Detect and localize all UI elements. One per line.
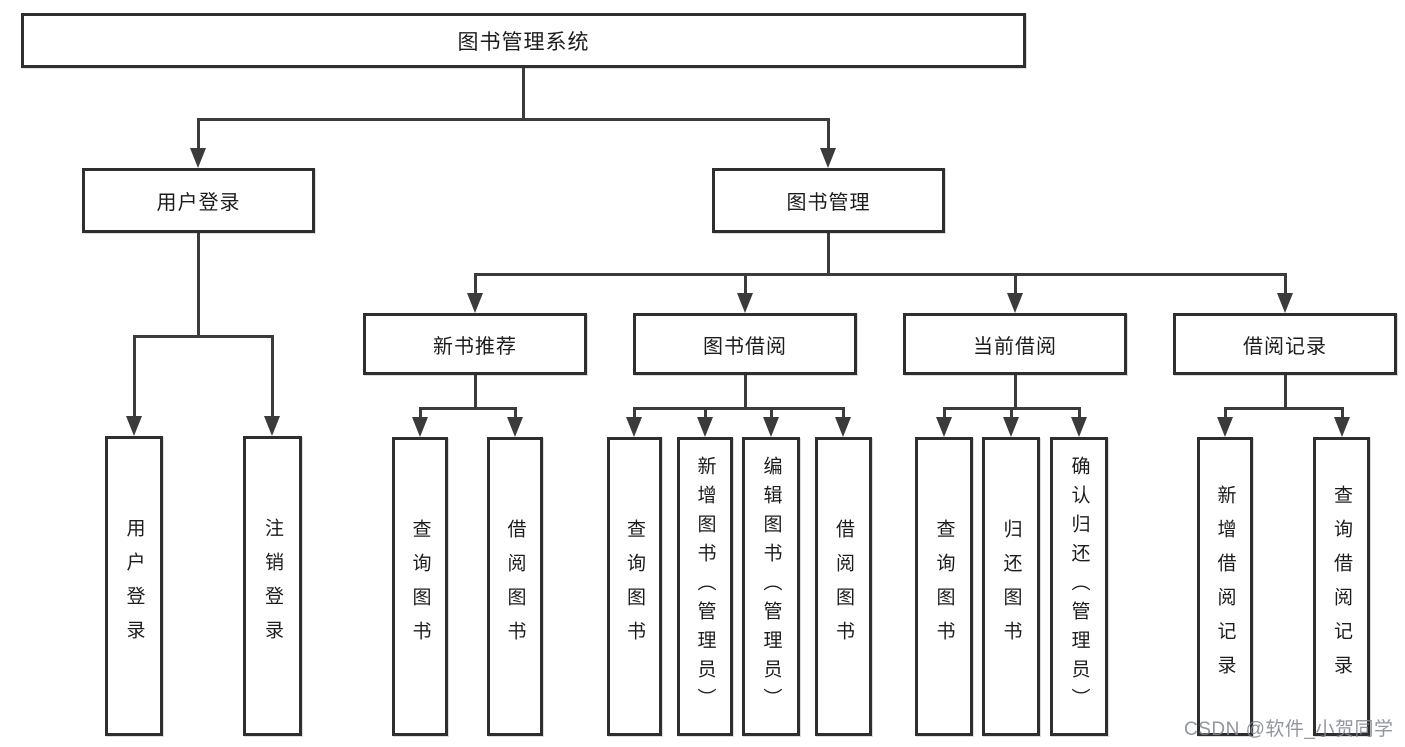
connector-userlogin-stem <box>197 233 200 337</box>
node-label: 图书管理系统 <box>457 30 590 54</box>
node-label: 查询图书 <box>409 518 431 655</box>
leaf-newbook-borrow-books: 借阅图书 <box>487 437 543 736</box>
connector-drop-line <box>1341 407 1344 419</box>
arrow-down-icon <box>697 417 713 437</box>
leaf-user-login: 用户登录 <box>105 436 163 736</box>
leaf-current-query-books: 查询图书 <box>915 437 973 736</box>
leaf-borrowing-query-books: 查询图书 <box>607 437 662 736</box>
arrow-down-icon <box>820 148 836 168</box>
leaf-newbook-query-books: 查询图书 <box>392 437 448 736</box>
connector-borrowing-stem <box>744 375 747 409</box>
arrow-down-icon <box>1007 293 1023 313</box>
arrow-down-icon <box>126 416 142 436</box>
leaf-records-query-record: 查询借阅记录 <box>1313 437 1370 736</box>
node-label: 借阅图书 <box>504 518 526 655</box>
leaf-logout: 注销登录 <box>243 436 302 736</box>
node-label: 查询借阅记录 <box>1331 484 1352 689</box>
arrow-down-icon <box>763 417 779 437</box>
connector-drop-line <box>943 407 946 419</box>
connector-drop-line <box>271 335 274 418</box>
node-label: 新增图书（管理员） <box>694 456 716 717</box>
arrow-down-icon <box>467 293 483 313</box>
connector-drop-line <box>133 335 136 418</box>
connector-newbook-stem <box>474 375 477 409</box>
node-label: 归还图书 <box>1000 518 1022 655</box>
connector-borrowing-split <box>633 407 844 410</box>
connector-drop-line <box>197 118 200 150</box>
node-label: 用户登录 <box>156 192 241 214</box>
connector-drop-line <box>1010 407 1013 419</box>
arrow-down-icon <box>737 293 753 313</box>
connector-drop-line <box>1078 407 1081 419</box>
connector-drop-line <box>474 273 477 295</box>
node-user-login: 用户登录 <box>82 168 315 233</box>
connector-root-stem <box>522 68 525 120</box>
node-label: 编辑图书（管理员） <box>760 456 782 717</box>
connector-drop-line <box>1224 407 1227 419</box>
leaf-borrowing-add-books-admin: 新增图书（管理员） <box>677 437 733 736</box>
arrow-down-icon <box>1071 417 1087 437</box>
arrow-down-icon <box>1277 293 1293 313</box>
connector-bookmgmt-split <box>474 273 1287 276</box>
node-label: 新书推荐 <box>433 335 517 358</box>
arrow-down-icon <box>626 417 642 437</box>
connector-drop-line <box>633 407 636 419</box>
connector-records-split <box>1224 407 1343 410</box>
leaf-borrowing-borrow-books: 借阅图书 <box>815 437 872 736</box>
leaf-borrowing-edit-books-admin: 编辑图书（管理员） <box>742 437 800 736</box>
arrow-down-icon <box>835 417 851 437</box>
arrow-down-icon <box>1003 417 1019 437</box>
node-label: 新增借阅记录 <box>1214 484 1236 689</box>
node-book-borrowing: 图书借阅 <box>633 313 857 375</box>
connector-records-stem <box>1284 375 1287 409</box>
node-label: 借阅记录 <box>1243 335 1327 358</box>
leaf-records-add-record: 新增借阅记录 <box>1197 437 1253 736</box>
connector-drop-line <box>842 407 845 419</box>
node-borrowing-records: 借阅记录 <box>1173 313 1397 375</box>
connector-bookmgmt-stem <box>827 233 830 275</box>
node-label: 查询图书 <box>624 518 645 655</box>
arrow-down-icon <box>412 417 428 437</box>
connector-drop-line <box>744 273 747 295</box>
node-book-management: 图书管理 <box>712 168 945 233</box>
arrow-down-icon <box>1334 417 1350 437</box>
connector-root-split <box>197 118 830 121</box>
connector-newbook-split <box>419 407 517 410</box>
connector-drop-line <box>419 407 422 419</box>
csdn-watermark: CSDN @软件_小贺同学 <box>1184 719 1394 740</box>
node-new-book-recommend: 新书推荐 <box>363 313 587 375</box>
connector-userlogin-split <box>133 335 274 338</box>
node-label: 图书管理 <box>786 192 871 214</box>
node-label: 用户登录 <box>123 518 145 654</box>
connector-drop-line <box>1014 273 1017 295</box>
arrow-down-icon <box>936 417 952 437</box>
node-label: 注销登录 <box>262 518 283 654</box>
connector-drop-line <box>1284 273 1287 295</box>
node-label: 图书借阅 <box>703 335 787 358</box>
connector-drop-line <box>704 407 707 419</box>
node-label: 借阅图书 <box>833 518 854 655</box>
node-label: 查询图书 <box>933 518 955 655</box>
leaf-current-confirm-return-admin: 确认归还（管理员） <box>1050 437 1108 736</box>
node-label: 确认归还（管理员） <box>1068 456 1090 717</box>
arrow-down-icon <box>1217 417 1233 437</box>
connector-drop-line <box>770 407 773 419</box>
arrow-down-icon <box>190 148 206 168</box>
connector-drop-line <box>827 118 830 150</box>
node-current-borrowing: 当前借阅 <box>903 313 1127 375</box>
connector-current-stem <box>1014 375 1017 409</box>
arrow-down-icon <box>507 417 523 437</box>
leaf-current-return-books: 归还图书 <box>982 437 1040 736</box>
connector-drop-line <box>514 407 517 419</box>
arrow-down-icon <box>264 416 280 436</box>
node-system-root: 图书管理系统 <box>21 13 1026 68</box>
node-label: 当前借阅 <box>973 335 1057 358</box>
